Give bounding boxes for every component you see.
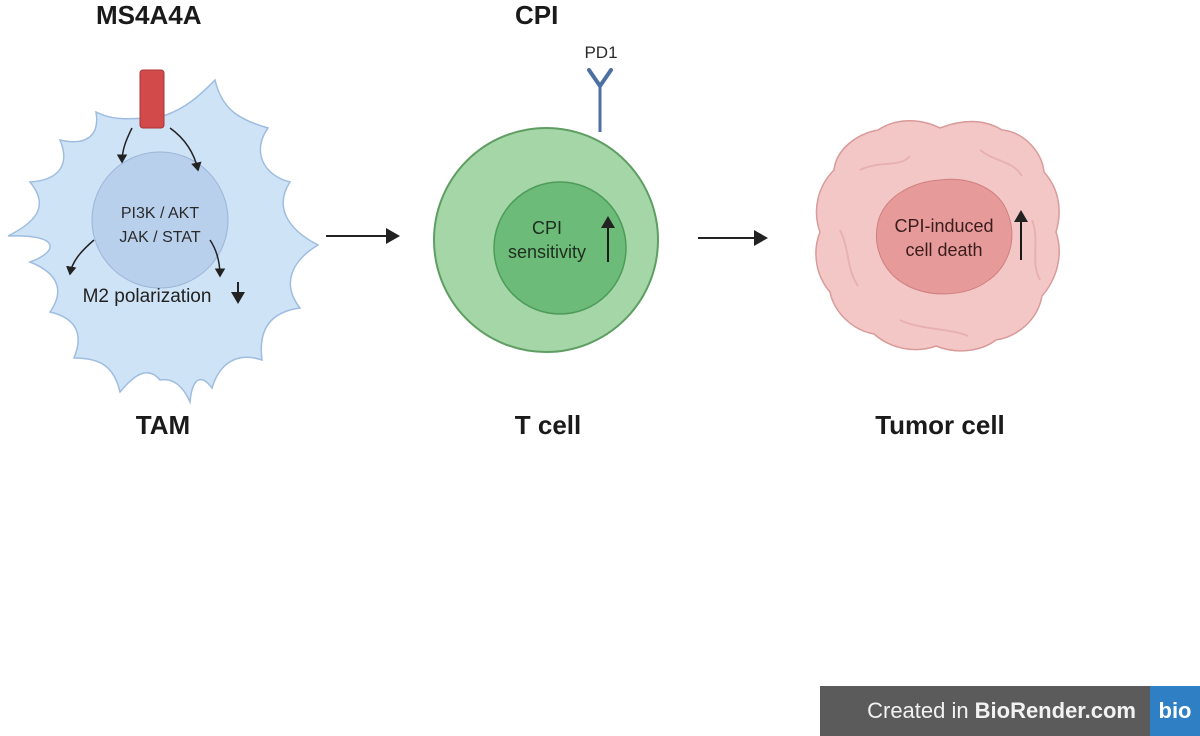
tam-cell: PI3K / AKT JAK / STAT M2 polarization [7,69,320,405]
tam-pathway-line2: JAK / STAT [119,229,200,246]
tumor-cell-label: Tumor cell [875,410,1005,440]
biorender-badge[interactable]: Created in BioRender.com bio [820,686,1200,736]
tumor-texture [839,149,1041,337]
pd1-label: PD1 [584,43,617,62]
tam-pathway-line1: PI3K / AKT [121,205,199,222]
tumor-inner-line2: cell death [905,240,982,260]
t-cell-label: T cell [514,410,582,440]
t-cell: PD1 CPI sensitivity [433,43,659,353]
badge-created-in: Created in [867,698,969,723]
t-cell-inner [493,181,627,315]
t-cell-inner-line2: sensitivity [508,242,586,262]
tam-label: TAM [135,410,191,440]
cpi-heading: CPI [515,0,559,30]
arrow-protein-left [116,127,133,164]
badge-brand: BioRender.com [974,698,1136,723]
badge-text-area: Created in BioRender.com [820,686,1150,736]
t-cell-inner-line1: CPI [532,218,562,238]
tumor-inner-line1: CPI-induced [894,216,993,236]
pd1-receptor-icon [587,68,613,88]
ms4a4a-protein-icon [139,69,165,129]
arrow-nucleus-right [209,239,226,278]
arrow-protein-right [169,127,202,172]
tumor-cell: CPI-induced cell death [815,120,1060,352]
tumor-inner [876,178,1013,295]
ms4a4a-heading: MS4A4A [96,0,202,30]
tam-effect-text: M2 polarization [83,286,212,307]
biorender-logo-icon: bio [1150,686,1200,736]
arrow-nucleus-left [66,239,95,276]
tam-nucleus [91,151,229,289]
